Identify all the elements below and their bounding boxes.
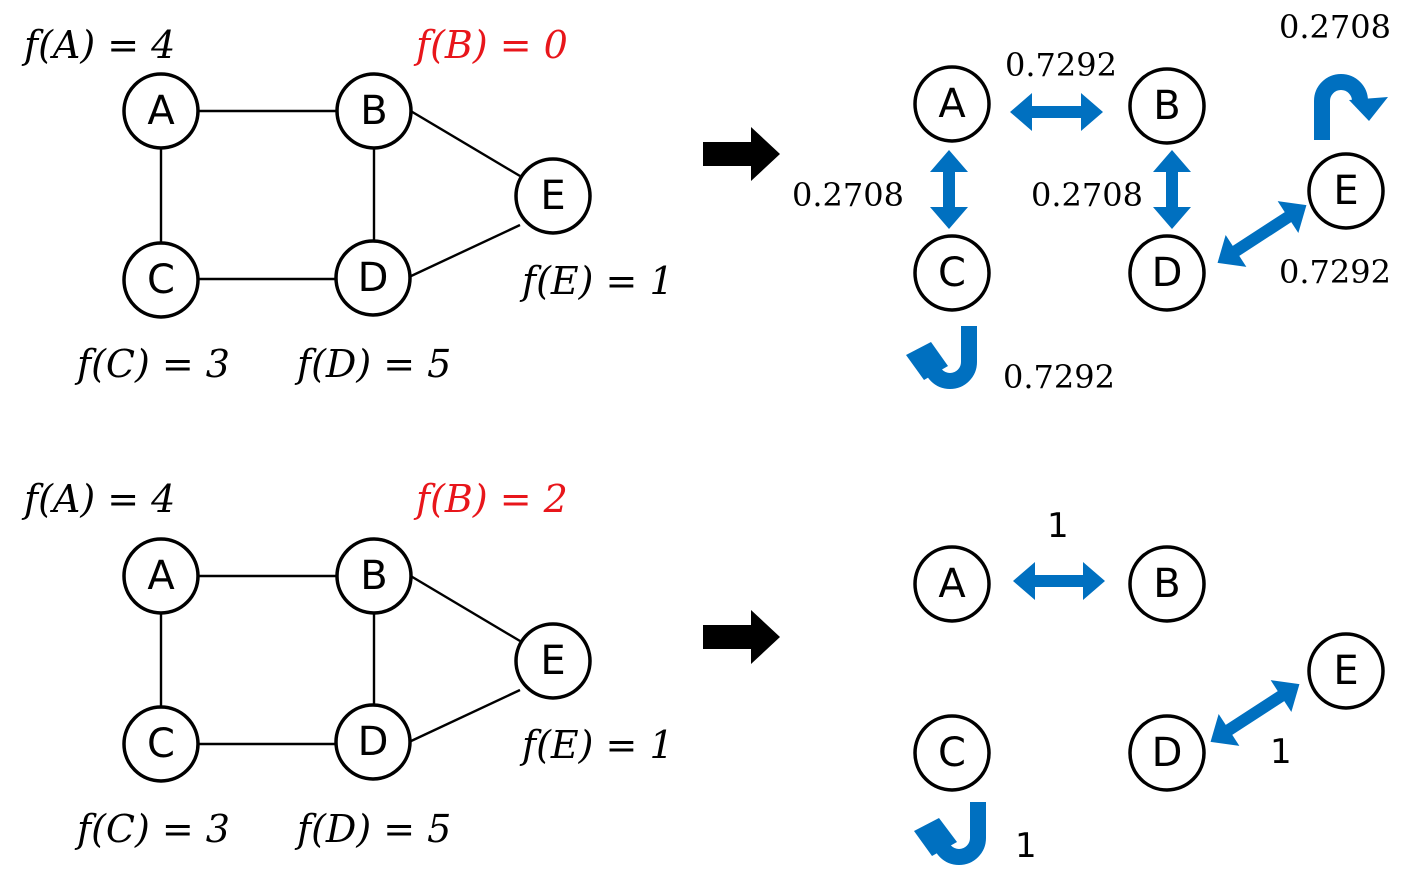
f-label-b: f(B) = 2	[413, 477, 568, 521]
f-label-c: f(C) = 3	[74, 807, 230, 851]
result-node-a: A	[913, 65, 991, 143]
result-node-d: D	[1128, 234, 1206, 312]
edge-d-e	[408, 223, 521, 279]
weight-label-a-c: 0.2708	[792, 176, 904, 214]
result-node-c: C	[913, 714, 991, 792]
graph-top: A B C D E f(A) = 4 f(B) = 0 f(E) = 1 f(C…	[21, 23, 674, 386]
f-label-b: f(B) = 0	[413, 23, 568, 67]
svg-text:E: E	[540, 173, 565, 219]
transform-arrow-top	[703, 127, 780, 181]
f-label-e: f(E) = 1	[519, 723, 674, 767]
node-a: A	[122, 72, 200, 150]
svg-text:C: C	[147, 257, 175, 303]
svg-text:E: E	[540, 638, 565, 684]
f-label-d: f(D) = 5	[294, 807, 451, 851]
weight-label-d-e: 1	[1270, 732, 1292, 772]
svg-text:A: A	[147, 553, 175, 599]
result-node-b: B	[1128, 67, 1206, 145]
weight-label-a-b: 0.7292	[1005, 46, 1117, 84]
svg-text:D: D	[1152, 730, 1183, 776]
svg-text:E: E	[1333, 648, 1358, 694]
weight-label-a-b: 1	[1047, 506, 1069, 546]
edge-b-e	[408, 108, 521, 178]
svg-text:A: A	[147, 88, 175, 134]
result-node-c: C	[913, 234, 991, 312]
svg-text:E: E	[1333, 168, 1358, 214]
svg-text:B: B	[360, 88, 387, 134]
weight-label-d-e: 0.7292	[1279, 253, 1391, 291]
f-label-d: f(D) = 5	[294, 342, 451, 386]
svg-text:C: C	[938, 250, 966, 296]
result-node-a: A	[913, 545, 991, 623]
node-e: E	[514, 157, 592, 235]
node-a: A	[122, 537, 200, 615]
svg-text:C: C	[147, 721, 175, 767]
node-d: D	[334, 239, 412, 317]
result-top: A B C D E	[792, 8, 1391, 396]
node-d: D	[334, 703, 412, 781]
flow-arrow-b-d	[1153, 150, 1191, 229]
self-loop-c	[906, 326, 977, 389]
flow-arrow-d-e	[1210, 680, 1300, 746]
weight-label-e-self: 0.2708	[1279, 8, 1391, 46]
f-label-e: f(E) = 1	[519, 259, 674, 303]
svg-text:B: B	[1153, 83, 1180, 129]
graph-bottom: A B C D E f(A) = 4 f(B) = 2 f(E) = 1 f(C…	[21, 477, 674, 851]
result-node-d: D	[1128, 714, 1206, 792]
svg-text:C: C	[938, 730, 966, 776]
node-c: C	[122, 705, 200, 783]
weight-label-c-self: 1	[1015, 826, 1037, 866]
svg-text:A: A	[938, 81, 966, 127]
result-node-b: B	[1128, 545, 1206, 623]
flow-arrow-a-c	[930, 150, 968, 229]
svg-text:D: D	[1152, 250, 1183, 296]
flow-arrow-a-b	[1010, 93, 1103, 131]
node-b: B	[335, 72, 413, 150]
svg-text:A: A	[938, 561, 966, 607]
result-node-e: E	[1307, 632, 1385, 710]
node-e: E	[514, 622, 592, 700]
node-b: B	[335, 537, 413, 615]
svg-text:B: B	[360, 553, 387, 599]
self-loop-e	[1314, 74, 1388, 140]
edge-b-e	[408, 573, 521, 643]
f-label-a: f(A) = 4	[21, 23, 175, 67]
flow-arrow-d-e	[1217, 201, 1307, 267]
f-label-c: f(C) = 3	[74, 342, 230, 386]
node-c: C	[122, 241, 200, 319]
svg-text:D: D	[358, 719, 389, 765]
result-node-e: E	[1307, 152, 1385, 230]
svg-text:B: B	[1153, 561, 1180, 607]
edge-d-e	[408, 688, 521, 744]
result-bottom: A B C D E 1 1 1	[913, 506, 1385, 866]
transform-arrow-bottom	[703, 610, 780, 664]
weight-label-b-d: 0.2708	[1031, 176, 1143, 214]
svg-text:D: D	[358, 255, 389, 301]
flow-arrow-a-b	[1013, 562, 1105, 600]
self-loop-c	[914, 802, 986, 865]
weight-label-c-self: 0.7292	[1003, 358, 1115, 396]
f-label-a: f(A) = 4	[21, 477, 175, 521]
